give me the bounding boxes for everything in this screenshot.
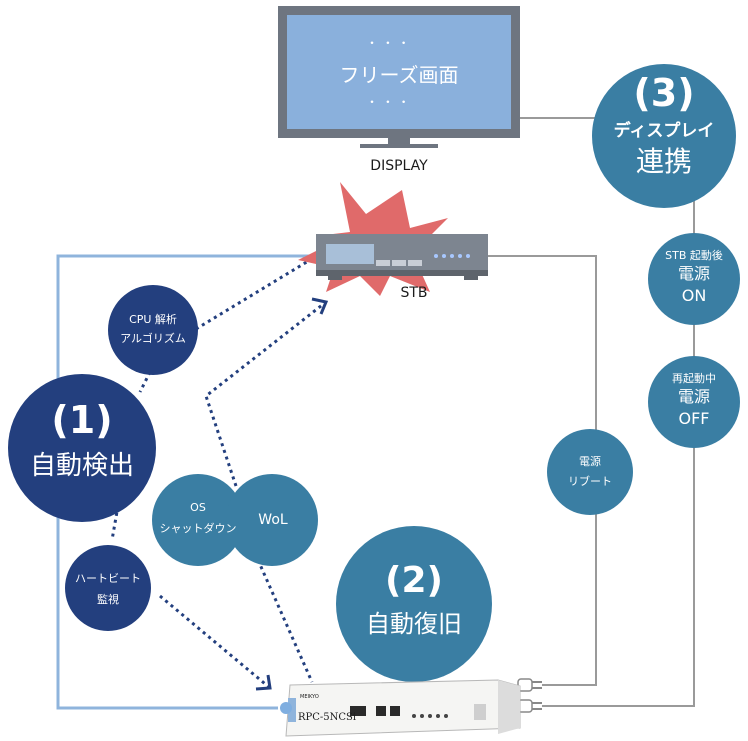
circle-auto-detect	[8, 374, 156, 522]
power-plug-top	[517, 678, 542, 692]
display-link-line1: ディスプレイ	[613, 121, 715, 141]
os-arrowhead	[311, 297, 329, 315]
device-brand: MEIKYO	[300, 694, 319, 700]
os-to-stb-dotted-arrow	[204, 300, 327, 487]
auto-detect-number: (1)	[51, 398, 113, 442]
os-shutdown-line2: シャットダウン	[159, 522, 237, 535]
stb-label: STB	[400, 285, 428, 301]
power-on-line3: ON	[681, 286, 707, 305]
cpu-to-auto-dotted	[138, 371, 152, 393]
wol-dotted-line	[256, 559, 314, 683]
heartbeat-line2: 監視	[97, 593, 119, 606]
auto-recover-number: (2)	[385, 560, 443, 601]
auto-to-heartbeat-dotted	[110, 505, 120, 541]
svg-text:・ ・ ・: ・ ・ ・	[366, 36, 410, 50]
stb-box	[316, 234, 488, 280]
power-on-line2: 電源	[677, 264, 710, 283]
circle-power-reboot	[547, 429, 633, 515]
power-reboot-line2: リブート	[568, 475, 612, 488]
rpc-device	[285, 679, 521, 737]
circle-os-shutdown	[152, 474, 244, 566]
circle-cpu	[108, 285, 198, 375]
circle-power-off	[648, 356, 740, 448]
cpu-line1: CPU 解析	[129, 313, 177, 326]
cpu-dotted-line	[195, 258, 311, 331]
heartbeat-line1: ハートビート	[75, 572, 141, 585]
power-reboot-line1: 電源	[579, 455, 601, 468]
power-off-line2: 電源	[677, 387, 710, 406]
cpu-line2: アルゴリズム	[120, 332, 186, 345]
device-model: RPC-5NCSi	[298, 712, 357, 723]
display-monitor: ・ ・ ・ ・ ・ ・	[278, 6, 520, 148]
power-off-line3: OFF	[678, 409, 710, 428]
power-plug-bottom	[517, 699, 542, 713]
circle-wol	[226, 474, 318, 566]
display-label: DISPLAY	[370, 158, 428, 174]
os-shutdown-line1: OS	[190, 501, 206, 514]
display-link-line2: 連携	[635, 145, 692, 178]
svg-text:・ ・ ・: ・ ・ ・	[366, 95, 410, 109]
circle-display-link	[592, 64, 736, 208]
heartbeat-dotted-arrow	[159, 594, 271, 690]
power-on-line1: STB 起動後	[665, 249, 723, 262]
display-link-number: (3)	[633, 71, 695, 115]
wol-label: WoL	[258, 512, 288, 528]
power-off-line1: 再起動中	[672, 372, 716, 385]
auto-recover-title: 自動復旧	[366, 610, 462, 638]
circle-heartbeat	[65, 545, 151, 631]
circle-auto-recover	[336, 526, 492, 682]
auto-detect-title: 自動検出	[29, 451, 134, 481]
heartbeat-arrowhead	[255, 674, 272, 691]
circle-power-on	[648, 233, 740, 325]
display-screen-text: フリーズ画面	[339, 63, 459, 87]
blue-link-node	[280, 702, 292, 714]
